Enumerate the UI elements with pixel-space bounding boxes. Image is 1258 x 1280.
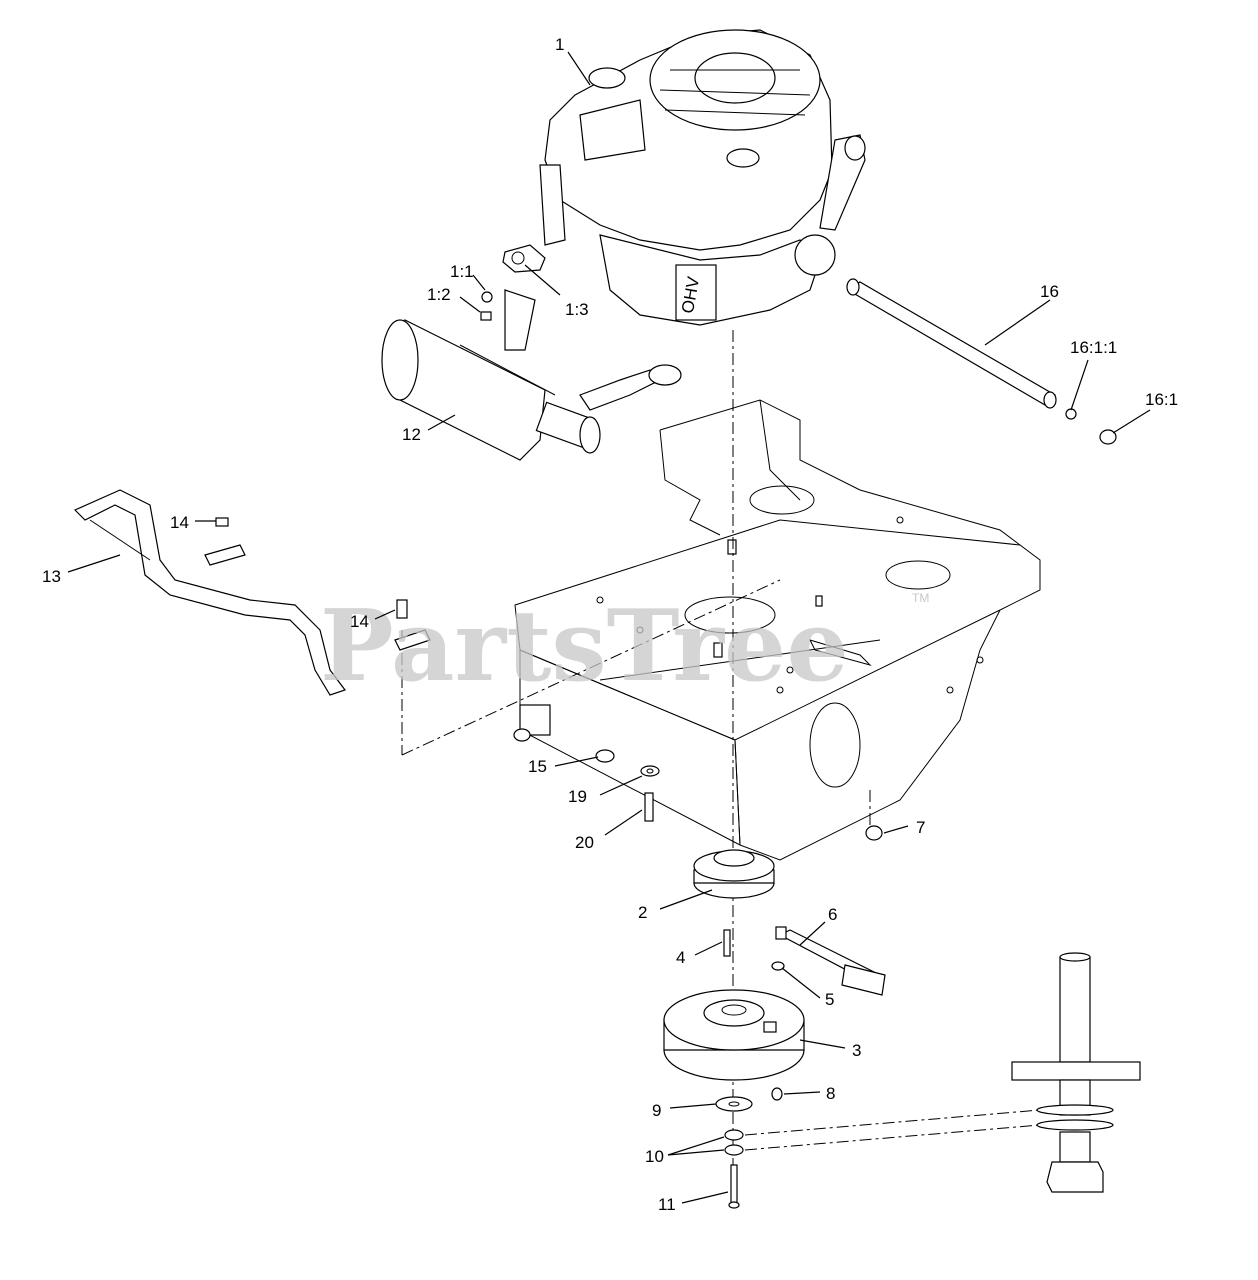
engine-badge — [675, 264, 717, 321]
engine: OHV — [539, 29, 866, 326]
callout-19: 19 — [568, 787, 587, 806]
callout-5: 5 — [825, 990, 834, 1009]
callout-16: 16 — [1040, 282, 1059, 301]
callout-1-1: 1:1 — [450, 262, 474, 281]
callout-8: 8 — [826, 1084, 835, 1103]
callout-15: 15 — [528, 757, 547, 776]
hardware — [595, 749, 883, 841]
callout-9: 9 — [652, 1101, 661, 1120]
callout-2: 2 — [638, 903, 647, 922]
callout-labels: 1 1:1 1:2 1:3 2 3 4 5 6 7 8 9 10 11 12 1… — [42, 35, 1178, 1214]
clutch-rod — [771, 926, 886, 996]
handle-bar — [73, 489, 431, 696]
bolt-detail — [1011, 952, 1141, 1193]
callout-6: 6 — [828, 905, 837, 924]
pto-clutch — [663, 989, 805, 1081]
callout-11: 11 — [658, 1195, 676, 1214]
callout-1-3: 1:3 — [565, 300, 589, 319]
callout-13: 13 — [42, 567, 61, 586]
callout-4: 4 — [676, 948, 685, 967]
callout-20: 20 — [575, 833, 594, 852]
callout-1-2: 1:2 — [427, 285, 451, 304]
drive-shaft — [846, 278, 1117, 445]
watermark: PartsTree — [320, 589, 849, 704]
callout-7: 7 — [916, 818, 925, 837]
callout-10: 10 — [645, 1147, 664, 1166]
callout-1: 1 — [555, 35, 564, 54]
key — [723, 929, 731, 957]
callout-16-1-1: 16:1:1 — [1070, 338, 1117, 357]
clutch-hardware — [715, 1087, 783, 1209]
frame — [513, 399, 1041, 861]
callout-3: 3 — [852, 1041, 861, 1060]
callout-12: 12 — [402, 425, 421, 444]
leader-lines — [67, 51, 1151, 1204]
muffler — [381, 289, 682, 461]
watermark-trademark: TM — [912, 591, 929, 605]
callout-14-lower: 14 — [350, 612, 369, 631]
callout-14-upper: 14 — [170, 513, 189, 532]
callout-16-1: 16:1 — [1145, 390, 1178, 409]
exhaust-gasket — [480, 244, 546, 321]
engine-pulley — [693, 849, 775, 899]
